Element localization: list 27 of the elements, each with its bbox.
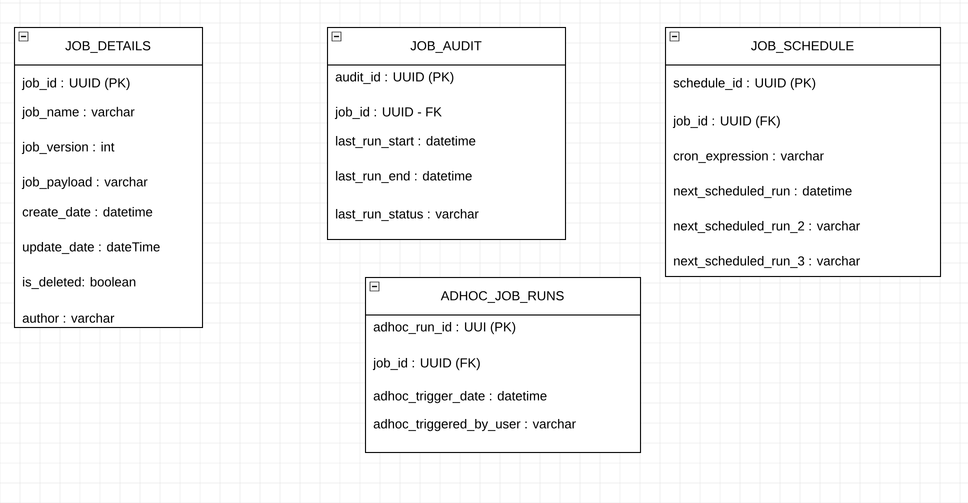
field-text: adhoc_run_id : UUI (PK) — [374, 322, 516, 334]
field-text: author : varchar — [22, 313, 114, 323]
field-text: job_version : int — [22, 142, 114, 154]
field-text: is_deleted: boolean — [23, 277, 136, 289]
field-text: adhoc_trigger_date : datetime — [374, 390, 547, 404]
table-title: JOB_DETAILS — [65, 41, 150, 53]
field-text: update_date : dateTime — [23, 242, 160, 254]
field-text: job_name : varchar — [22, 106, 134, 120]
table-title: ADHOC_JOB_RUNS — [440, 291, 564, 303]
field-text: audit_id : UUID (PK) — [336, 72, 454, 84]
field-text: last_run_status : varchar — [336, 209, 479, 221]
field-text: next_scheduled_run_3 : varchar — [674, 256, 860, 268]
field-text: job_id : UUID - FK — [334, 106, 442, 120]
field-text: next_scheduled_run_2 : varchar — [674, 221, 860, 233]
field-text: last_run_start : datetime — [336, 136, 476, 148]
field-text: cron_expression : varchar — [674, 150, 824, 164]
table-title: JOB_AUDIT — [410, 41, 482, 53]
field-text: last_run_end : datetime — [336, 171, 472, 183]
field-text: job_payload : varchar — [22, 176, 148, 190]
field-text: job_id : UUID (FK) — [372, 358, 480, 370]
field-text: adhoc_triggered_by_user : varchar — [374, 418, 576, 432]
table-title: JOB_SCHEDULE — [751, 41, 854, 53]
field-text: next_scheduled_run : datetime — [674, 186, 852, 198]
field-text: schedule_id : UUID (PK) — [674, 78, 816, 90]
field-text: job_id : UUID (PK) — [22, 78, 130, 90]
field-text: create_date : datetime — [22, 207, 152, 219]
field-text: job_id : UUID (FK) — [672, 116, 780, 128]
